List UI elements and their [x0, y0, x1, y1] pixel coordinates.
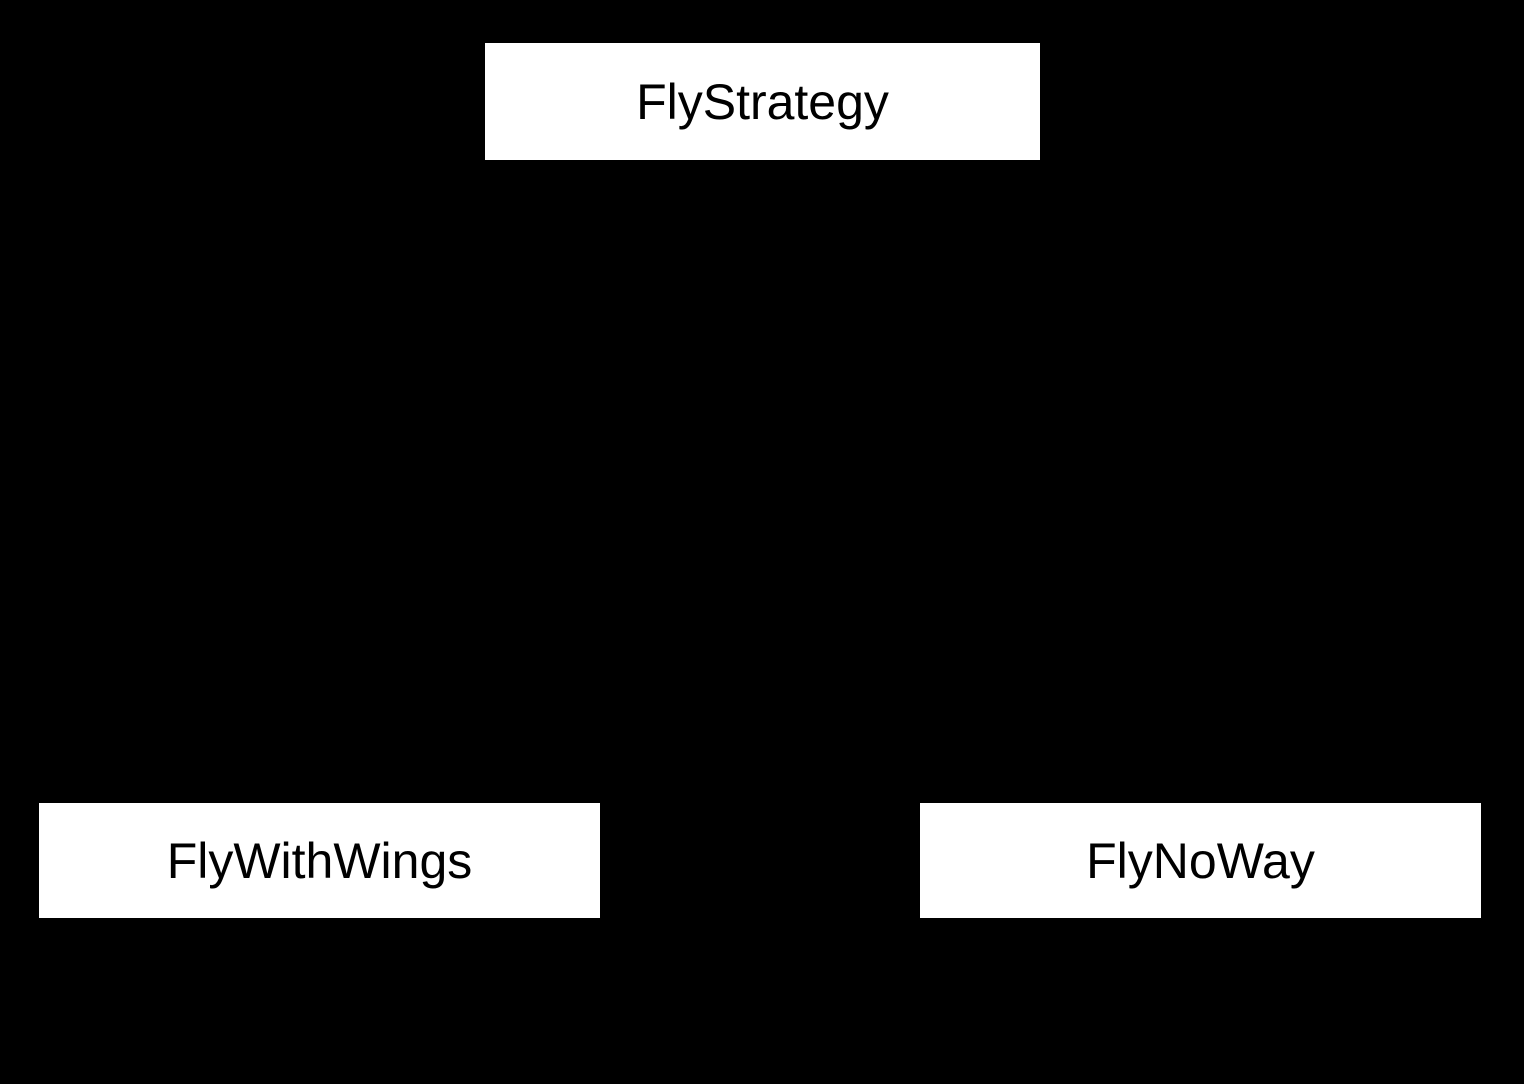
uml-class-node-flystrategy[interactable]: FlyStrategy: [485, 43, 1040, 160]
uml-class-name-flystrategy: FlyStrategy: [636, 73, 889, 130]
generalization-edge-flynoway: [760, 160, 1202, 803]
generalization-arrowhead: [735, 157, 789, 202]
uml-class-node-flywithwings[interactable]: FlyWithWings: [39, 803, 600, 918]
uml-class-node-flynoway[interactable]: FlyNoWay: [920, 803, 1481, 918]
generalization-edge-flywithwings: [317, 160, 764, 803]
uml-class-name-flynoway: FlyNoWay: [1086, 832, 1315, 889]
uml-class-name-flywithwings: FlyWithWings: [166, 832, 473, 889]
